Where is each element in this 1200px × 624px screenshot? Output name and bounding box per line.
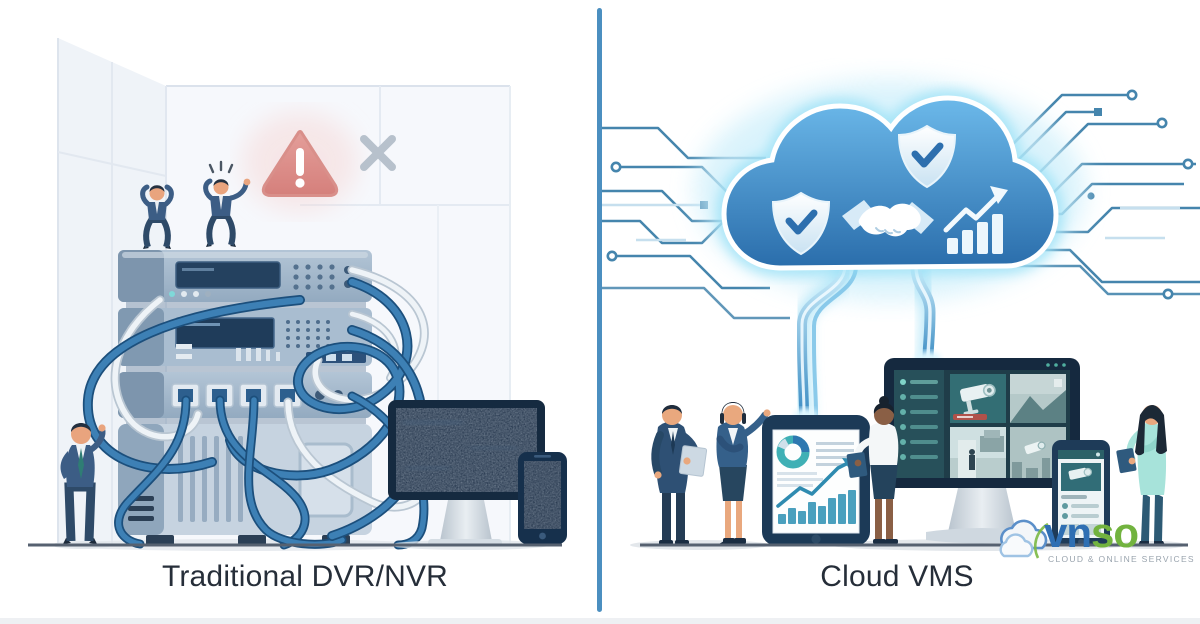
handshake-icon	[842, 200, 934, 237]
logo-text-so: so	[1091, 509, 1139, 556]
logo-wordmark: vnso	[1044, 509, 1139, 556]
warning-triangle-icon	[242, 112, 358, 212]
logo-text-vn: vn	[1044, 509, 1092, 556]
monitor-stand	[948, 488, 1016, 532]
frustrated-businessman-2	[203, 160, 251, 247]
bottom-edge	[0, 618, 1200, 624]
confused-technician	[52, 423, 112, 549]
camera-grid	[950, 374, 1066, 478]
x-mark-icon	[360, 135, 396, 171]
vms-sidebar	[894, 370, 944, 478]
stress-marks	[208, 160, 234, 174]
divider-line	[597, 8, 602, 612]
analytics-tablet	[762, 415, 870, 545]
cloud-vms	[716, 90, 1064, 276]
tablet-text-lines	[816, 442, 854, 466]
donut-chart-icon	[776, 435, 810, 469]
static-phone	[518, 452, 567, 544]
brand-logo: vnso CLOUD & ONLINE SERVICES	[998, 509, 1198, 570]
growth-chart-icon	[943, 186, 1008, 254]
long-hair	[1135, 405, 1167, 456]
vms-monitor	[884, 358, 1080, 544]
right-panel-label: Cloud VMS	[820, 560, 974, 593]
vms-phone	[1052, 440, 1110, 546]
left-scene	[28, 38, 567, 551]
logo-cloud-icon	[999, 519, 1049, 559]
static-monitor	[388, 400, 550, 550]
operator-woman	[846, 396, 899, 544]
logo-tagline: CLOUD & ONLINE SERVICES	[1048, 554, 1195, 564]
businesswoman-gesturing	[716, 402, 771, 545]
frustrated-businessman-1	[140, 184, 174, 249]
right-scene	[602, 80, 1200, 551]
rack-unit-top	[118, 250, 372, 302]
rack-unit-middle	[118, 308, 372, 366]
cctv-camera-icon	[960, 383, 996, 416]
cctv-camera-icon	[1068, 467, 1093, 480]
shield-check-icon	[897, 124, 957, 189]
shield-check-icon	[771, 191, 831, 256]
left-panel-label: Traditional DVR/NVR	[161, 560, 449, 593]
businessman-with-tablet	[651, 405, 708, 545]
